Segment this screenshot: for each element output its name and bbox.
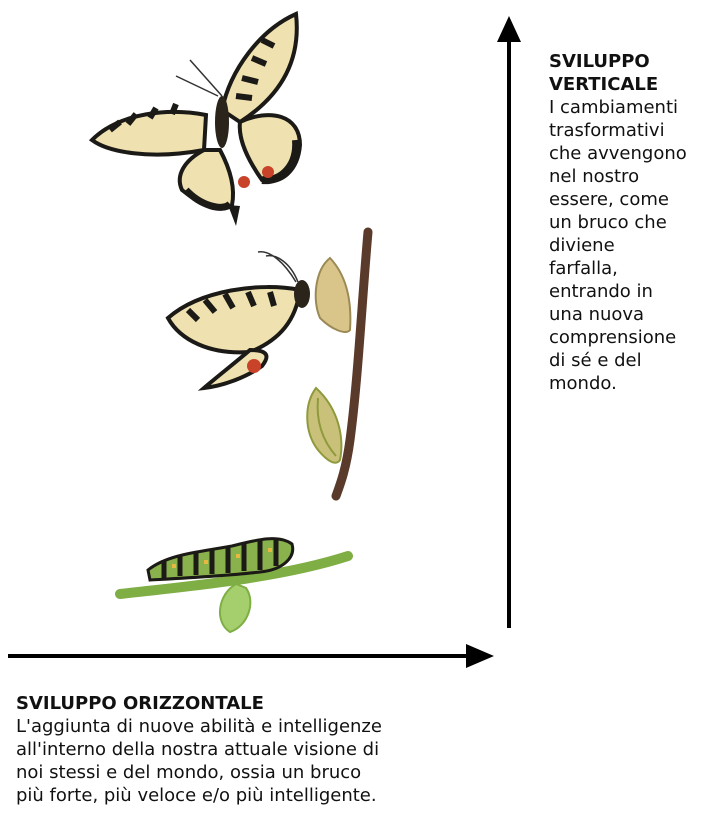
vertical-body-line: farfalla, [549,257,712,280]
vertical-title-line-1: SVILUPPO [549,50,712,73]
vertical-body-line: trasformativi [549,119,712,142]
vertical-body-line: che avvengono [549,142,712,165]
vertical-development-caption: SVILUPPO VERTICALE I cambiamenti trasfor… [549,50,712,395]
chrysalis-icon [307,388,341,463]
horizontal-body-line: L'aggiunta di nuove abilità e intelligen… [16,715,476,738]
vertical-title-line-2: VERTICALE [549,73,712,96]
horizontal-body-line: noi stessi e del mondo, ossia un bruco [16,761,476,784]
horizontal-body-line: più forte, più veloce e/o più intelligen… [16,784,476,807]
vertical-body-line: comprensione [549,326,712,349]
vertical-body-line: nel nostro [549,165,712,188]
vertical-body-line: diviene [549,234,712,257]
horizontal-development-caption: SVILUPPO ORIZZONTALE L'aggiunta di nuove… [16,692,476,807]
vertical-body-line: I cambiamenti [549,96,712,119]
vertical-body-line: essere, come [549,188,712,211]
horizontal-body-line: all'interno della nostra attuale visione… [16,738,476,761]
horizontal-axis-arrow [8,644,494,668]
vertical-body-line: entrando in [549,280,712,303]
vertical-axis-arrow [497,16,521,628]
horizontal-title: SVILUPPO ORIZZONTALE [16,692,476,715]
vertical-body-line: un bruco che [549,211,712,234]
empty-chrysalis-icon [316,258,351,332]
vertical-body-line: una nuova [549,303,712,326]
butterfly-open-icon [92,14,316,226]
butterfly-emerging-icon [168,252,310,388]
vertical-body-line: mondo. [549,372,712,395]
vertical-body-line: di sé e del [549,349,712,372]
